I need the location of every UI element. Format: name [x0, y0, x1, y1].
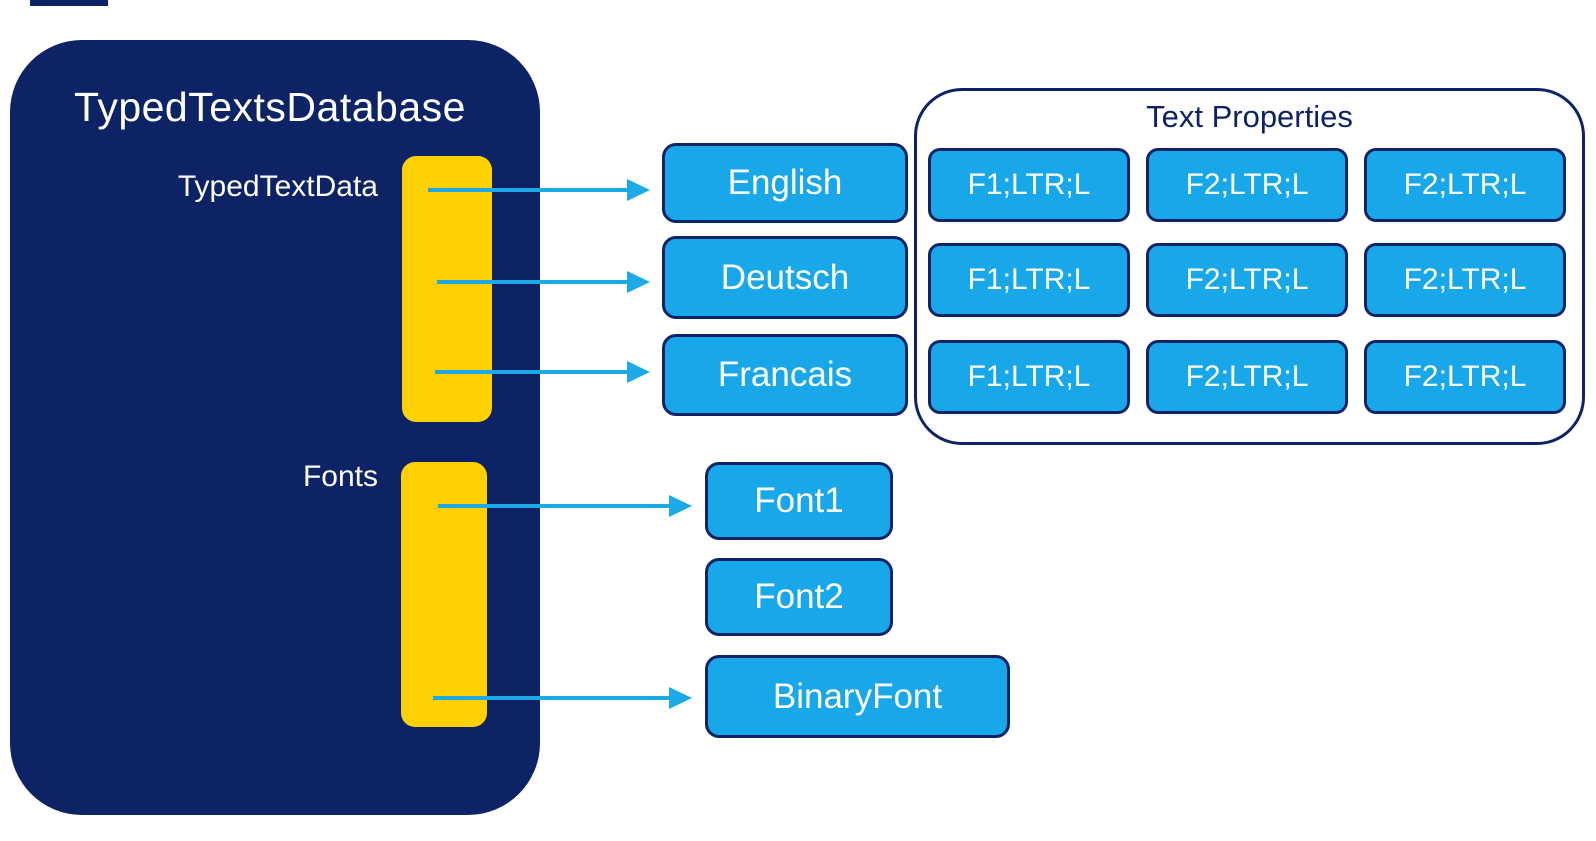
text-properties-title: Text Properties	[1146, 99, 1353, 134]
language-box-francais: Francais	[662, 334, 908, 416]
language-box-english: English	[662, 143, 908, 223]
arrow-line	[438, 504, 670, 508]
property-cell-r2c3: F2;LTR;L	[1364, 243, 1566, 317]
arrowhead-icon	[627, 271, 650, 293]
arrowhead-icon	[669, 687, 692, 709]
arrowhead-icon	[627, 361, 650, 383]
top-edge-artifact	[30, 0, 108, 6]
member-label-fonts: Fonts	[302, 460, 378, 493]
arrow-line	[437, 280, 628, 284]
property-cell-r1c1: F1;LTR;L	[928, 148, 1130, 222]
database-title: TypedTextsDatabase	[74, 84, 466, 130]
arrow-line	[428, 188, 628, 192]
arrowhead-icon	[669, 495, 692, 517]
arrow-line	[433, 696, 670, 700]
font-box-font1: Font1	[705, 462, 893, 540]
property-cell-r2c1: F1;LTR;L	[928, 243, 1130, 317]
property-cell-r2c2: F2;LTR;L	[1146, 243, 1348, 317]
property-cell-r3c2: F2;LTR;L	[1146, 340, 1348, 414]
property-cell-r1c2: F2;LTR;L	[1146, 148, 1348, 222]
property-cell-r3c1: F1;LTR;L	[928, 340, 1130, 414]
fonts-anchor-bar	[401, 462, 487, 727]
arrow-line	[435, 370, 628, 374]
property-cell-r1c3: F2;LTR;L	[1364, 148, 1566, 222]
font-box-font2: Font2	[705, 558, 893, 636]
arrowhead-icon	[627, 179, 650, 201]
font-box-binaryfont: BinaryFont	[705, 655, 1010, 738]
property-cell-r3c3: F2;LTR;L	[1364, 340, 1566, 414]
language-box-deutsch: Deutsch	[662, 236, 908, 319]
typedtextdata-anchor-bar	[402, 156, 492, 422]
member-label-typedtextdata: TypedTextData	[177, 170, 378, 203]
